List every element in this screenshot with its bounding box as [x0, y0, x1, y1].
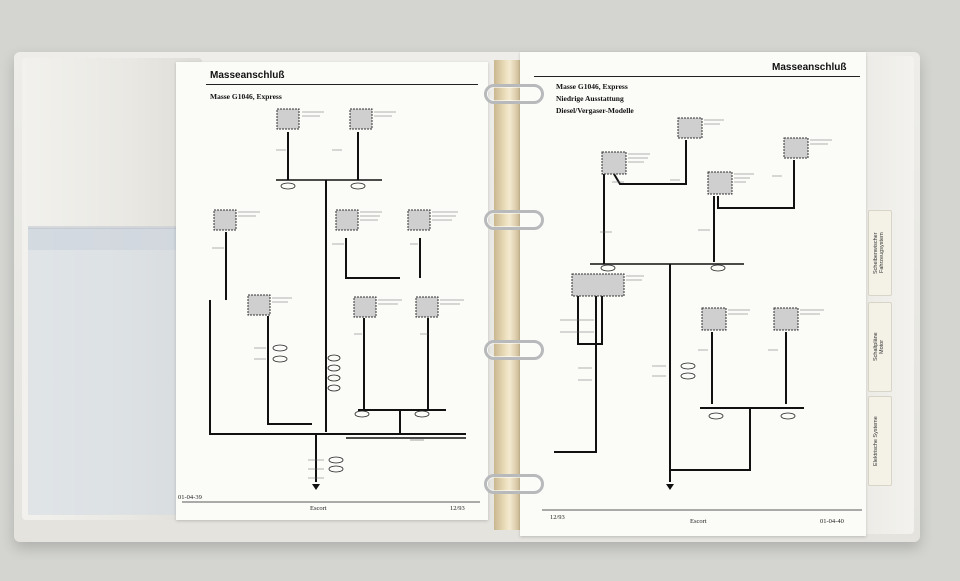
- section-tab-label: Schaltpläne Motor: [873, 332, 885, 362]
- binder-spine: [494, 60, 520, 530]
- left-footer-page-number: 01-04-39: [178, 494, 202, 501]
- right-page: Masseanschluß Masse G1046, Express Niedr…: [520, 52, 866, 536]
- right-footer-date: 12/93: [550, 514, 565, 521]
- section-tab-engine: Schaltpläne Motor: [868, 302, 892, 392]
- left-wiring-diagram: [182, 108, 480, 503]
- left-page: Masseanschluß Masse G1046, Express: [176, 62, 488, 520]
- section-tab-label: Scheibenwischer Fahrzeugsystem: [873, 232, 885, 274]
- header-rule: [534, 76, 860, 77]
- section-tab-wiper: Scheibenwischer Fahrzeugsystem: [868, 210, 892, 296]
- right-page-header: Masseanschluß: [772, 62, 847, 73]
- left-footer-date: 12/93: [450, 505, 465, 512]
- header-rule: [206, 84, 478, 85]
- binder-ring: [484, 340, 544, 360]
- section-tab-label: Elektrische Systeme: [873, 416, 879, 466]
- sleeve-pocket: [28, 228, 198, 515]
- right-page-subtitle-2: Niedrige Ausstattung: [556, 94, 624, 103]
- section-tab-electrical: Elektrische Systeme: [868, 396, 892, 486]
- binder-ring: [484, 84, 544, 104]
- right-footer-model: Escort: [690, 518, 707, 525]
- right-page-subtitle-3: Diesel/Vergaser-Modelle: [556, 106, 634, 115]
- left-footer-model: Escort: [310, 505, 327, 512]
- binder-ring: [484, 474, 544, 494]
- left-page-header: Masseanschluß: [210, 70, 285, 81]
- right-page-subtitle-1: Masse G1046, Express: [556, 82, 628, 91]
- right-footer-page-number: 01-04-40: [820, 518, 844, 525]
- binder-ring: [484, 210, 544, 230]
- left-page-subtitle: Masse G1046, Express: [210, 92, 282, 101]
- right-wiring-diagram: [542, 117, 862, 511]
